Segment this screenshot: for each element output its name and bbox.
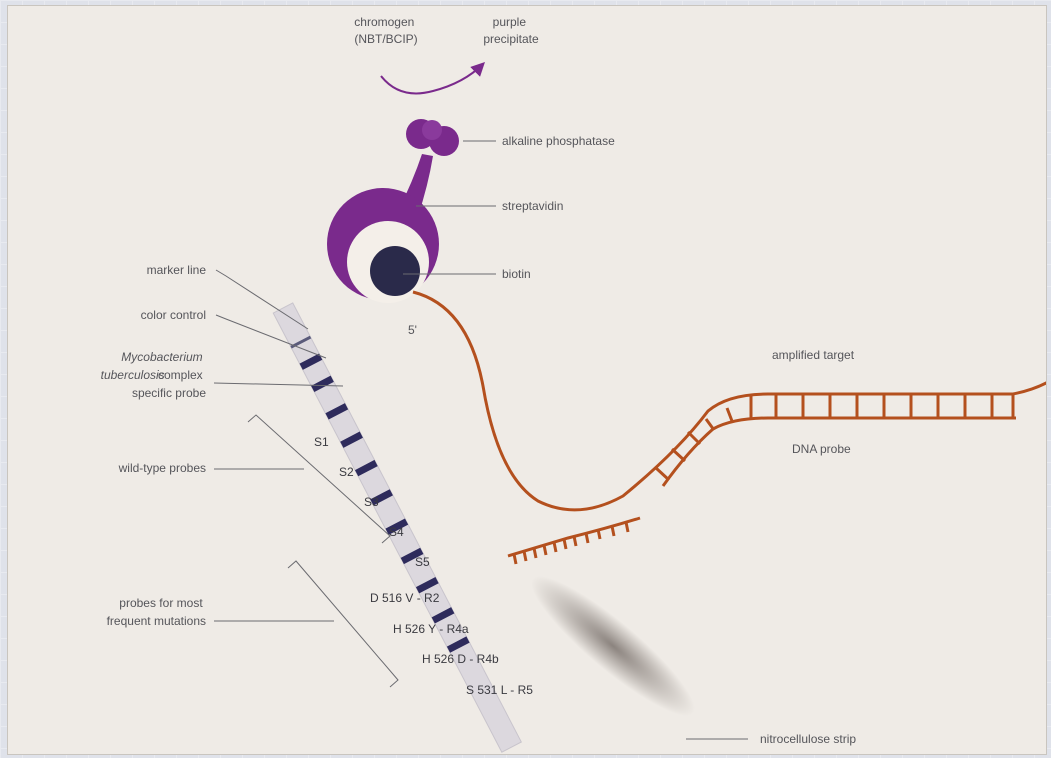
reaction-arrow: [381, 64, 483, 93]
alkaline-phosphatase-label: alkaline phosphatase: [502, 134, 615, 148]
mutation-bracket: [288, 561, 398, 687]
diagram-panel: chromogen (NBT/BCIP) purple precipitate …: [7, 5, 1047, 755]
s1-label: S1: [314, 435, 329, 449]
strip-shadow: [517, 560, 709, 732]
amplified-target-label: amplified target: [772, 348, 855, 362]
r2-label: D 516 V - R2: [370, 591, 440, 605]
line-probe-assay-diagram: chromogen (NBT/BCIP) purple precipitate …: [8, 6, 1046, 754]
r5-label: S 531 L - R5: [466, 683, 533, 697]
color-control-label: color control: [141, 308, 206, 322]
s3-label: S3: [364, 495, 379, 509]
s5-label: S5: [415, 555, 430, 569]
nitrocellulose-strip-label: nitrocellulose strip: [760, 732, 856, 746]
precipitate-label: purple precipitate: [483, 15, 539, 46]
wild-type-probes-label: wild-type probes: [118, 461, 206, 475]
mtb-probe-label: Mycobacterium tuberculosis complex speci…: [101, 350, 207, 400]
biotin-icon: [370, 246, 420, 296]
marker-line-label: marker line: [147, 263, 207, 277]
r4a-label: H 526 Y - R4a: [393, 622, 469, 636]
biotin-label: biotin: [502, 267, 531, 281]
streptavidin-label: streptavidin: [502, 199, 563, 213]
dna-ladder-rungs: [656, 394, 1013, 480]
alkaline-phosphatase-icon: [406, 119, 459, 156]
r4b-label: H 526 D - R4b: [422, 652, 499, 666]
amplified-target-strand: [413, 292, 1046, 510]
probe-anchor: [508, 518, 640, 564]
s4-label: S4: [389, 525, 404, 539]
s2-label: S2: [339, 465, 354, 479]
five-prime-label: 5': [408, 323, 417, 337]
mutation-probes-label: probes for most frequent mutations: [107, 596, 206, 628]
dna-probe-label: DNA probe: [792, 442, 851, 456]
chromogen-label: chromogen (NBT/BCIP): [354, 15, 417, 46]
